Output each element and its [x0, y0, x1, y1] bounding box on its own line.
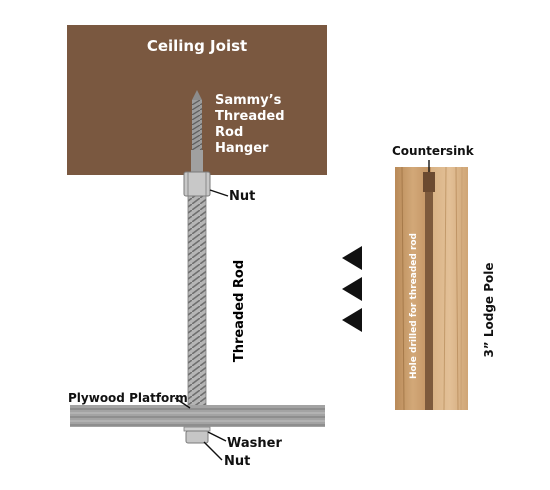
- arrow-left-icon: [342, 277, 362, 301]
- drilled-hole: [425, 192, 433, 410]
- nut-top-leader: [209, 189, 229, 197]
- nut-top-label: Nut: [229, 189, 256, 204]
- threaded-rod-label: Threaded Rod: [232, 259, 247, 363]
- washer-label: Washer: [227, 436, 282, 451]
- nut-bottom-leader: [203, 441, 223, 461]
- hanger-label-line-4: Hanger: [215, 141, 269, 156]
- ceiling-joist-title: Ceiling Joist: [146, 37, 248, 55]
- washer: [183, 426, 211, 432]
- lodge-pole: [395, 166, 468, 411]
- plywood-platform: [70, 405, 325, 427]
- plywood-leader: [174, 397, 191, 409]
- threaded-rod: [187, 195, 207, 407]
- hanger-screw: [191, 90, 203, 172]
- hanger-label-line-3: Rod: [215, 125, 244, 140]
- hanger-label-line-2: Threaded: [215, 109, 285, 124]
- arrow-left-icon: [342, 308, 362, 332]
- hanger-label-line-1: Sammy’s: [215, 93, 282, 108]
- lodge-pole-label: 3” Lodge Pole: [482, 262, 496, 358]
- arrow-left-icon: [342, 246, 362, 270]
- washer-leader: [207, 431, 227, 442]
- bottom-nut: [185, 430, 209, 444]
- hole-drilled-label: Hole drilled for threaded rod: [409, 232, 419, 380]
- countersink-hole: [423, 172, 435, 192]
- countersink-label: Countersink: [392, 144, 474, 158]
- top-nut: [183, 171, 211, 197]
- nut-bottom-label: Nut: [224, 454, 251, 469]
- plywood-label: Plywood Platform: [68, 391, 188, 405]
- hanger-label: Sammy’s Threaded Rod Hanger: [215, 93, 285, 157]
